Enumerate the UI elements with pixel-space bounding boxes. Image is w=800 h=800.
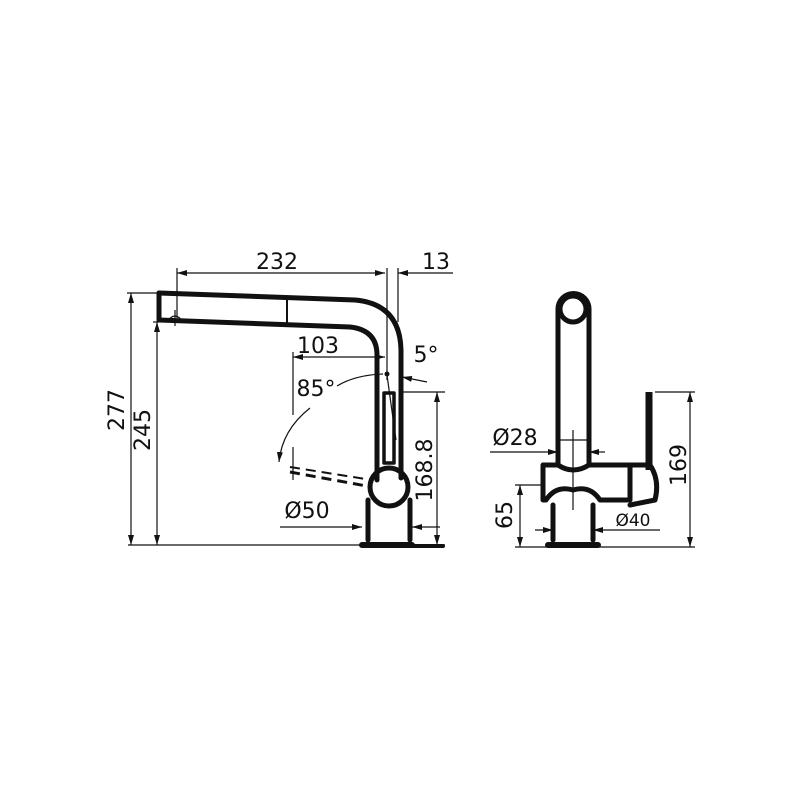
- dim-offset: 13: [422, 250, 450, 275]
- dim-reach: 232: [256, 250, 298, 275]
- front-view: Ø28 65 Ø40 169: [490, 291, 695, 548]
- dim-swing-angle: 85°: [297, 377, 336, 402]
- dim-spout-diameter: Ø28: [492, 426, 537, 451]
- dim-front-base-diameter: Ø40: [615, 511, 650, 531]
- dim-pullout-reach: 103: [297, 334, 339, 359]
- faucet-front-outline: [540, 291, 660, 548]
- dim-spout-height: 245: [131, 409, 156, 451]
- dim-lever-height: 168.8: [413, 439, 438, 502]
- dim-front-lever-height: 169: [667, 444, 692, 486]
- side-view: 232 13 277 245 103 5° 85° 168.8 Ø50: [105, 250, 453, 548]
- dim-tilt-angle: 5°: [414, 343, 439, 368]
- dim-total-height: 277: [105, 389, 130, 431]
- dim-body-height: 65: [493, 501, 518, 529]
- dim-base-diameter: Ø50: [284, 499, 329, 524]
